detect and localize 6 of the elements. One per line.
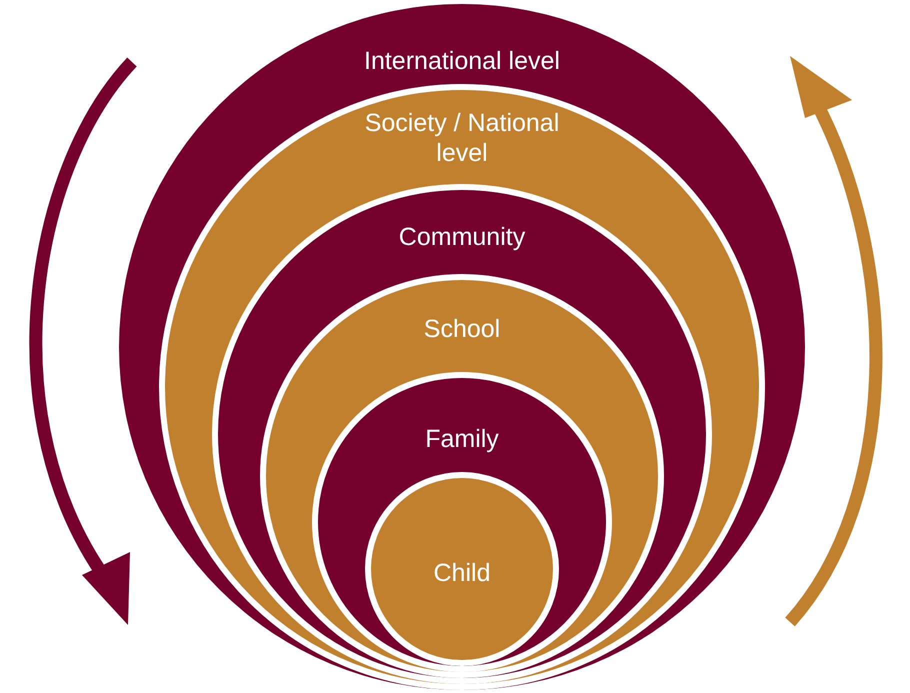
level-label: Family: [424, 424, 500, 454]
level-label: Child: [432, 558, 492, 588]
level-label: School: [422, 314, 502, 344]
level-label: International level: [363, 46, 561, 76]
level-label: Society / National level: [364, 108, 560, 168]
level-label: Community: [398, 222, 526, 252]
